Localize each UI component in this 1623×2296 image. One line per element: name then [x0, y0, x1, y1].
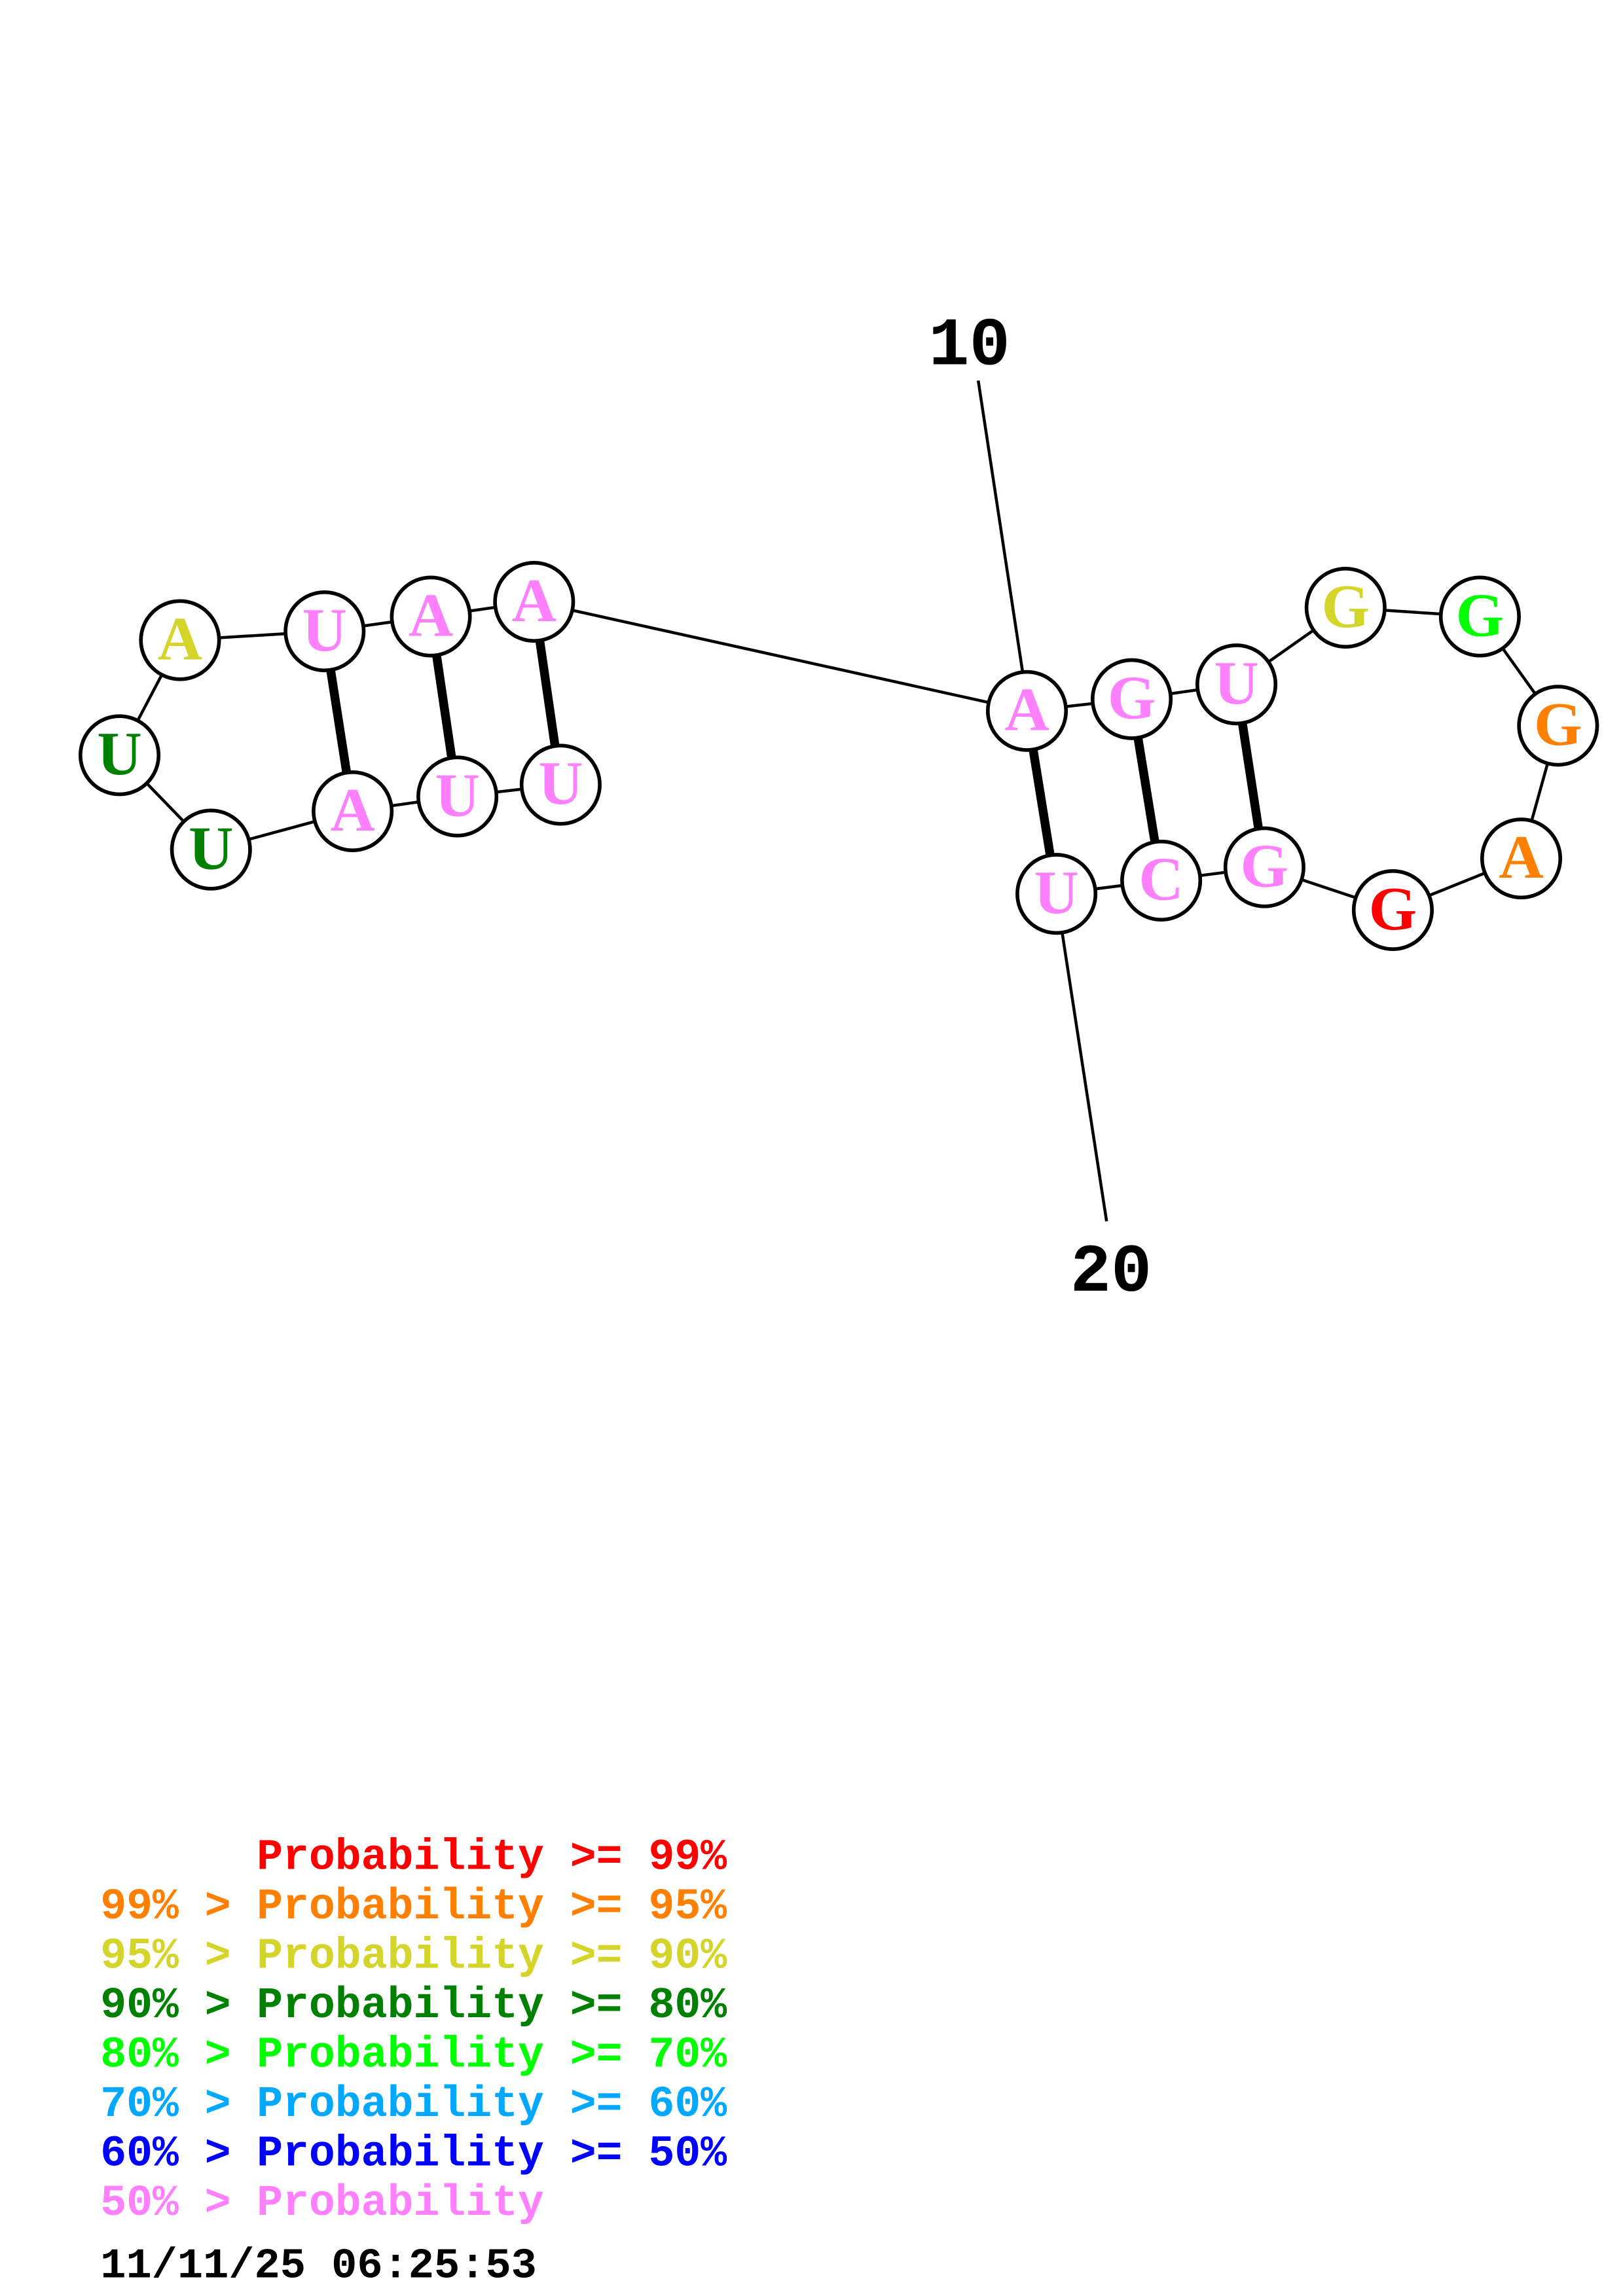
nucleotide-circle — [390, 575, 472, 658]
nucleotide-base: A — [330, 776, 374, 844]
nucleotide-circle — [1438, 575, 1521, 658]
base-pairs — [320, 601, 1269, 895]
nucleotide-14: G — [1438, 575, 1521, 658]
nucleotide-base: G — [1456, 581, 1504, 649]
nucleotide-circle — [312, 770, 394, 853]
nucleotide-circle — [1195, 643, 1278, 726]
nucleotide-circle — [1120, 839, 1203, 922]
nucleotide-circle — [519, 744, 602, 826]
nucleotide-circle — [1351, 869, 1434, 952]
nucleotide-18: G — [1223, 826, 1305, 908]
legend-prefix: 60% > — [100, 2129, 257, 2178]
nucleotide-12: U — [1195, 643, 1278, 726]
legend-prefix: 70% > — [100, 2080, 257, 2129]
position-label: 20 — [1070, 1235, 1152, 1312]
nucleotide-circle — [1480, 817, 1563, 900]
legend-label: Probability >= 50% — [257, 2129, 727, 2178]
nucleotide-5: U — [79, 714, 161, 797]
nucleotide-11: G — [1090, 658, 1173, 740]
legend-row: Probability >= 99% — [257, 1833, 727, 1882]
legend-prefix: 99% > — [100, 1882, 257, 1931]
legend-row: 99% > Probability >= 95% — [100, 1882, 727, 1931]
nucleotide-20: U — [1015, 853, 1098, 935]
timestamp: 11/11/25 06:25:53 — [100, 2242, 537, 2291]
legend-row: 70% > Probability >= 60% — [100, 2080, 727, 2129]
legend-label: Probability >= 95% — [257, 1882, 727, 1931]
legend-prefix: 50% > — [100, 2179, 257, 2228]
nucleotide-13: G — [1304, 566, 1387, 649]
nucleotide-circle — [1517, 685, 1599, 767]
legend-prefix: 95% > — [100, 1931, 257, 1981]
nucleotide-base: C — [1139, 846, 1183, 914]
nucleotide-base: G — [1322, 573, 1370, 641]
nucleotide-17: G — [1351, 869, 1434, 952]
nucleotide-base: G — [1369, 875, 1417, 943]
nucleotide-base: U — [1214, 649, 1258, 717]
backbone-segment — [534, 600, 1028, 713]
nucleotide-base: G — [1108, 664, 1156, 732]
position-labels: 10 20 — [928, 309, 1152, 1312]
nucleotide-base: A — [158, 605, 202, 673]
nucleotide-circle — [283, 590, 366, 673]
nucleotide-7: U — [283, 590, 366, 673]
nucleotide-base: G — [1534, 691, 1582, 759]
nucleotide-circle — [1304, 566, 1387, 649]
legend-label: Probability >= 90% — [257, 1931, 727, 1981]
nucleotide-circle — [1090, 658, 1173, 740]
probability-legend: Probability >= 99%99% > Probability >= 9… — [100, 1833, 727, 2227]
nucleotide-2: U — [416, 755, 499, 838]
nucleotide-8: A — [390, 575, 472, 658]
nucleotide-4: U — [170, 808, 252, 891]
legend-row: 95% > Probability >= 90% — [100, 1931, 727, 1981]
legend-prefix: 90% > — [100, 1981, 257, 2030]
position-label-tick — [976, 380, 1024, 672]
nucleotide-base: U — [97, 720, 141, 788]
legend-label: Probability >= 70% — [257, 2030, 727, 2079]
nucleotide-base: U — [302, 596, 347, 664]
nucleotide-circle — [985, 670, 1068, 752]
nucleotide-base: U — [189, 814, 233, 882]
nucleotide-10: A — [985, 670, 1068, 752]
nucleotide-base: U — [538, 749, 583, 817]
nucleotide-base: G — [1241, 832, 1289, 900]
nucleotide-6: A — [139, 599, 221, 681]
position-label: 10 — [928, 309, 1010, 386]
nucleotide-base: A — [512, 567, 556, 635]
legend-label: Probability — [257, 2179, 544, 2228]
legend-row: 60% > Probability >= 50% — [100, 2129, 727, 2178]
nucleotide-circle — [1223, 826, 1305, 908]
nucleotide-circle — [170, 808, 252, 891]
position-label-tick — [1061, 933, 1108, 1222]
nucleotide-base: A — [409, 581, 453, 649]
legend-label: Probability >= 80% — [257, 1981, 727, 2030]
nucleotide-circle — [493, 560, 575, 643]
nucleotide-circle — [416, 755, 499, 838]
nucleotide-19: C — [1120, 839, 1203, 922]
legend-prefix: 80% > — [100, 2030, 257, 2079]
nucleotide-9: A — [493, 560, 575, 643]
nucleotide-1: U — [519, 744, 602, 826]
nucleotide-base: A — [1004, 676, 1049, 744]
legend-label: Probability >= 99% — [257, 1833, 727, 1882]
legend-row: 50% > Probability — [100, 2179, 544, 2228]
nucleotide-base: A — [1499, 823, 1543, 891]
nucleotide-3: A — [312, 770, 394, 853]
legend-row: 80% > Probability >= 70% — [100, 2030, 727, 2079]
nucleotide-circle — [139, 599, 221, 681]
legend-label: Probability >= 60% — [257, 2080, 727, 2129]
legend-row: 90% > Probability >= 80% — [100, 1981, 727, 2030]
nucleotide-circle — [1015, 853, 1098, 935]
nucleotide-base: U — [1034, 859, 1078, 927]
nucleotide-circle — [79, 714, 161, 797]
nucleotide-15: G — [1517, 685, 1599, 767]
nucleotide-base: U — [435, 761, 479, 829]
nucleotide-16: A — [1480, 817, 1563, 900]
